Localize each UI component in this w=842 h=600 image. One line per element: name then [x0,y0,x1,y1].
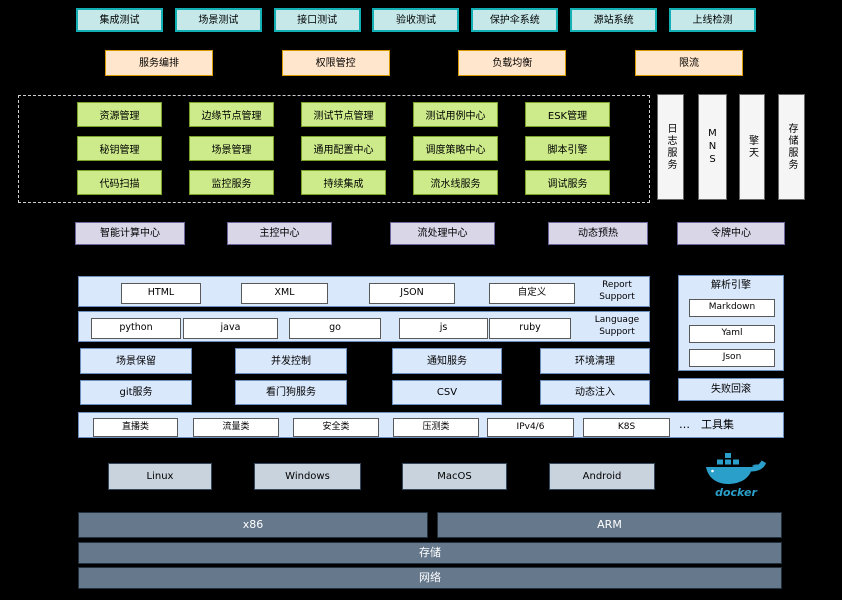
side-service-box: MNS [698,94,727,200]
test-layer-box: 场景测试 [174,8,262,32]
capability-box: 场景保留 [80,348,192,374]
platform-box: 持续集成 [301,170,386,195]
platform-grid: 资源管理 边缘节点管理 测试节点管理 测试用例中心 ESK管理 秘钥管理 场景管… [19,96,649,195]
docker-wordmark: docker [715,486,757,499]
os-box: Linux [108,463,212,490]
platform-box: 代码扫描 [77,170,162,195]
capability-box: CSV [392,380,502,405]
platform-box: 资源管理 [77,102,162,127]
side-service-box: 存储服务 [778,94,805,200]
docker-whale-icon [706,453,766,484]
side-service-box: 日志服务 [657,94,684,200]
gateway-box: 服务编排 [105,50,213,76]
platform-box: 边缘节点管理 [189,102,274,127]
platform-box: 测试用例中心 [413,102,498,127]
platform-box: 脚本引擎 [525,136,610,161]
hardware-box: ARM [437,512,782,538]
platform-box: 调度策略中心 [413,136,498,161]
platform-box: 秘钥管理 [77,136,162,161]
parse-engine-title: 解析引擎 [711,280,751,291]
platform-box: 流水线服务 [413,170,498,195]
parser-format-box: Markdown [689,299,775,317]
parser-format-box: Json [689,349,775,367]
report-support-label: Report Support [599,280,635,302]
parser-format-box: Yaml [689,325,775,343]
capability-box: 并发控制 [235,348,347,374]
language-box: java [183,318,278,339]
test-layer-box: 上线检测 [668,8,756,32]
test-layer-box: 接口测试 [273,8,361,32]
language-box: python [91,318,181,339]
docker-logo: docker [700,452,772,504]
test-layer-box: 集成测试 [76,8,163,32]
platform-box: 监控服务 [189,170,274,195]
toolkit-bar: 直播类 流量类 安全类 压测类 IPv4/6 K8S … 工具集 [78,412,784,438]
gateway-layer-row: 服务编排 权限管控 负载均衡 限流 [105,50,743,76]
center-box: 主控中心 [227,222,332,245]
side-service-box: 擎天 [739,94,765,200]
platform-box: 通用配置中心 [301,136,386,161]
test-layer-row: 集成测试 场景测试 接口测试 验收测试 保护伞系统 源站系统 上线检测 [76,8,756,32]
tool-box: 压测类 [393,418,479,437]
parse-engine-panel: 解析引擎 Markdown Yaml Json [678,275,784,371]
language-box: js [399,318,488,339]
rollback-box: 失败回滚 [678,378,784,401]
toolkit-label: 工具集 [701,417,734,431]
capability-box: git服务 [80,380,192,405]
center-box: 令牌中心 [677,222,785,245]
gateway-box: 权限管控 [281,50,390,76]
tool-box: K8S [583,418,670,437]
report-format-box: XML [241,283,328,304]
os-box: Windows [254,463,361,490]
language-box: ruby [489,318,571,339]
platform-layer-container: 资源管理 边缘节点管理 测试节点管理 测试用例中心 ESK管理 秘钥管理 场景管… [18,95,650,203]
center-box: 智能计算中心 [75,222,185,245]
tool-box: 直播类 [93,418,178,437]
capability-box: 看门狗服务 [235,380,347,405]
language-support-label: Language Support [594,315,640,337]
capability-box: 环境清理 [540,348,650,374]
storage-bar: 存储 [78,542,782,564]
report-format-box: HTML [121,283,201,304]
network-bar: 网络 [78,567,782,589]
test-layer-box: 源站系统 [570,8,658,32]
platform-box: 场景管理 [189,136,274,161]
os-box: Android [549,463,655,490]
hardware-box: x86 [78,512,428,538]
platform-box: 调试服务 [525,170,610,195]
report-support-bar: HTML XML JSON 自定义 Report Support [78,276,650,307]
language-box: go [289,318,381,339]
platform-box: 测试节点管理 [301,102,386,127]
gateway-box: 负载均衡 [458,50,567,76]
capability-box: 通知服务 [392,348,502,374]
test-layer-box: 验收测试 [372,8,460,32]
tool-box: 流量类 [193,418,279,437]
tool-box: IPv4/6 [487,418,574,437]
tool-box: 安全类 [293,418,379,437]
os-box: MacOS [402,463,507,490]
gateway-box: 限流 [634,50,743,76]
test-layer-box: 保护伞系统 [471,8,559,32]
report-format-box: JSON [369,283,455,304]
capability-box: 动态注入 [540,380,650,405]
center-box: 动态预热 [548,222,648,245]
toolkit-more-ellipsis: … [679,417,691,431]
report-format-box: 自定义 [489,283,575,304]
platform-box: ESK管理 [525,102,610,127]
center-box: 流处理中心 [390,222,495,245]
language-support-bar: python java go js ruby Language Support [78,311,650,342]
